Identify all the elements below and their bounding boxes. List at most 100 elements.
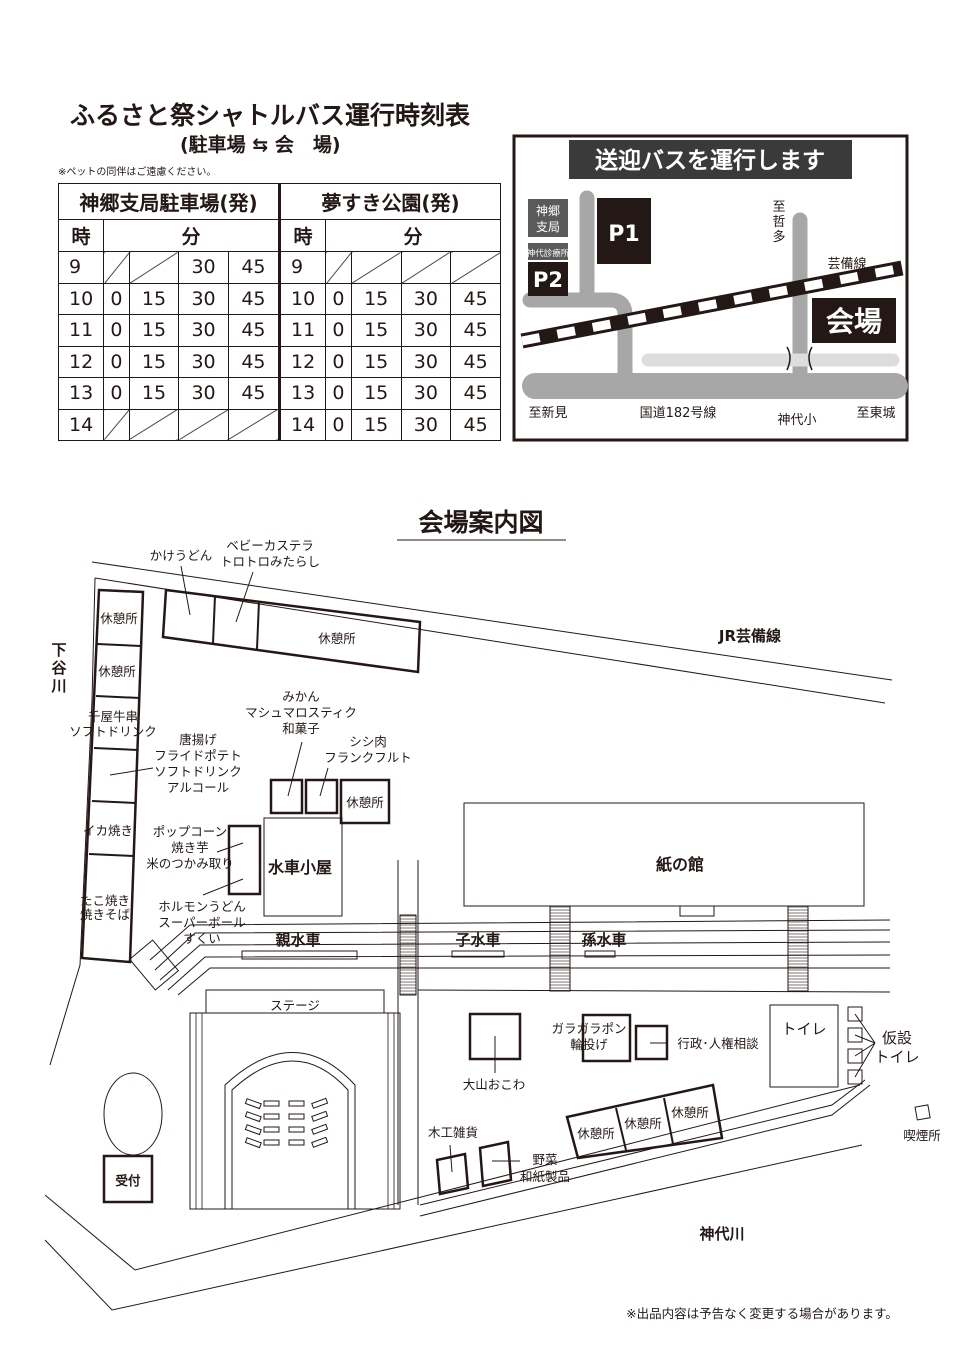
left-stall-column [80,588,145,964]
timetable-row: 9 [280,251,501,284]
minute-cell: 45 [450,377,501,410]
mitarashi-label: トロトロみたらし [220,554,320,569]
minute-header: 分 [325,219,501,252]
venue-box [812,298,896,343]
horumon-label: ホルモンうどん [158,899,246,914]
rail-boundary [91,561,893,681]
leader-line [180,565,191,616]
minute-cell: 15 [350,314,402,347]
woodcraft-label: 木工雑貨 [428,1125,478,1140]
rice-grab-label: 米のつかみ取り [146,856,234,871]
kojiro-school-label: 神代小 [777,413,816,428]
rest-area-label: 休憩所 [346,795,384,810]
ika-label: イカ焼き [83,823,133,838]
reception-box [102,1154,154,1204]
leader-line [287,741,303,797]
leader-line [202,878,244,896]
branch-office-label-2: 支局 [536,220,560,234]
minute-cell: 0 [325,314,352,347]
water-channels [128,919,891,996]
watermill-hut-label: 水車小屋 [268,858,332,877]
hour-cell: 11 [58,314,104,347]
walkways [397,860,809,1205]
reception-label: 受付 [115,1173,141,1188]
audience-seats [244,1097,329,1149]
shishi-label: シシ肉 [349,734,387,749]
paper-hall-label: 紙の館 [656,855,704,874]
stage-arch-inner [231,1060,349,1209]
minute-cell: 45 [227,377,280,410]
rest-area-label: 休憩所 [100,611,138,626]
frankfurt-label: フランクフルト [324,750,412,765]
minute-header: 分 [103,219,280,252]
no-departure-cell [103,408,130,441]
stage-back [205,989,385,1013]
stall-divider [663,1097,674,1145]
timetable-row: 14 [58,408,280,441]
hour-header: 時 [280,219,326,252]
stage-label: ステージ [270,998,320,1013]
yakiimo-label: 焼き芋 [171,840,209,855]
rest-area-box [339,778,391,825]
to-tetta-3: 多 [772,229,785,245]
rest-area-row [565,1083,724,1160]
bus-banner-text: 送迎バスを運行します [595,147,825,174]
shishi-stall [304,778,339,815]
leader-line [109,767,154,776]
parent-wheel-label: 親水車 [275,931,320,949]
hour-cell: 9 [280,251,326,284]
fries-label: フライドポテト [154,748,242,763]
woodcraft-stall [435,1152,470,1196]
geibi-line-label: 芸備線 [827,256,866,272]
minute-cell: 0 [325,282,352,315]
consult-label: 行政･人権相談 [677,1036,759,1051]
scoop-label: すくい [183,931,221,946]
timetable-subtitle: (駐車場 ⇆ 会 場) [180,134,341,156]
temp-toilets [847,1006,876,1085]
alcohol-label: アルコール [167,780,229,795]
popcorn-label: ポップコーン [153,824,227,839]
route-182-label: 国道182号線 [640,405,717,421]
minute-cell: 45 [450,345,501,378]
okowa-label: 大山おこわ [463,1077,526,1092]
no-departure-cell [400,251,452,284]
minute-cell: 45 [227,282,280,315]
p1-box [597,198,651,264]
p1-label: P1 [608,222,639,247]
no-departure-cell [178,408,229,441]
rest-area-label: 休憩所 [98,664,136,679]
minute-cell: 15 [350,345,402,378]
top-stall-row [161,588,422,674]
p2-label: P2 [533,268,563,292]
hour-cell: 14 [280,408,326,441]
hour-cell: 12 [280,345,326,378]
rest-area-label: 休憩所 [318,631,356,646]
minute-cell: 30 [400,408,452,441]
venue-label: 会場 [826,305,882,338]
to-niimi-label: 至新見 [528,405,567,421]
leader-line [449,1144,453,1173]
branch-office-label-1: 神郷 [536,204,560,218]
to-tojo-label: 至東城 [856,405,895,421]
clinic-label: 神代診療所 [527,248,570,259]
leader-line [235,571,254,623]
minute-cell: 45 [450,282,501,315]
toilet-label: トイレ [781,1020,826,1038]
minute-cell: 45 [227,251,280,284]
garapon-label: ガラガラポン [551,1021,626,1036]
river-bank-upper [44,1084,861,1271]
left-stall-dividers [88,643,142,857]
vegetables-label: 野菜 [532,1152,558,1167]
vegetable-stall [478,1140,513,1188]
popcorn-stall [227,824,262,896]
path-line-2 [419,1084,871,1217]
mikan-stall [269,778,304,815]
path-line-1 [419,1079,866,1206]
